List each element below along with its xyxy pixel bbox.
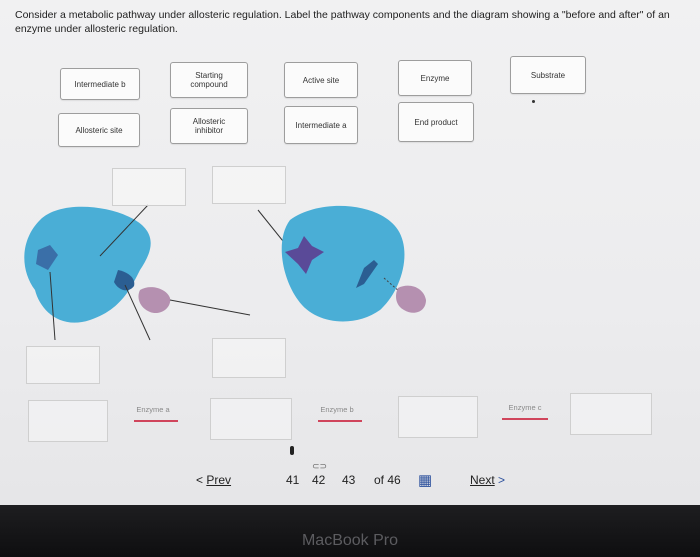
page-42-current[interactable]: ⊂⊃ 42 <box>312 461 327 487</box>
screen: Consider a metabolic pathway under allos… <box>0 0 700 505</box>
chevron-right-icon: > <box>498 473 506 487</box>
next-button[interactable]: Next > <box>470 473 505 487</box>
arrow-enzyme-c <box>502 418 548 420</box>
chip-allosteric-inhibitor[interactable]: Allosteric inhibitor <box>170 108 248 144</box>
drop-slot-3[interactable] <box>26 346 100 384</box>
drop-slot-1[interactable] <box>112 168 186 206</box>
active-site-notch <box>114 270 135 291</box>
cursor-mark <box>290 446 294 455</box>
chip-enzyme[interactable]: Enzyme <box>398 60 472 96</box>
next-label: Next <box>470 473 495 487</box>
allosteric-site-notch <box>36 245 58 270</box>
enzyme-b-label: Enzyme b <box>320 405 354 414</box>
device-brand: MacBook Pro <box>301 532 399 549</box>
drop-slot-6[interactable] <box>210 398 292 440</box>
chevron-left-icon: < <box>196 473 204 487</box>
active-site-closed <box>356 260 378 288</box>
enzyme-after-shape <box>281 205 405 322</box>
grid-icon[interactable]: ▦ <box>418 472 433 489</box>
chip-intermediate-a[interactable]: Intermediate a <box>284 106 358 144</box>
enzyme-a-label: Enzyme a <box>136 405 170 414</box>
arrow-enzyme-b <box>318 420 362 422</box>
page-41[interactable]: 41 <box>286 473 300 487</box>
chip-active-site[interactable]: Active site <box>284 62 358 98</box>
link-icon: ⊂⊃ <box>312 461 328 471</box>
arrow-enzyme-a <box>134 420 178 422</box>
substrate-before <box>138 287 171 314</box>
chip-starting-compound[interactable]: Starting compound <box>170 62 248 98</box>
drop-slot-2[interactable] <box>212 166 286 204</box>
chip-end-product[interactable]: End product <box>398 102 474 142</box>
laptop-bezel <box>0 505 700 557</box>
page-43[interactable]: 43 <box>342 473 356 487</box>
page-total: of 46 <box>374 473 401 487</box>
enzyme-c-label: Enzyme c <box>508 403 542 412</box>
inhibitor-bound <box>285 236 324 274</box>
drop-slot-7[interactable] <box>398 396 478 438</box>
drop-slot-8[interactable] <box>570 393 652 435</box>
page-42-label: 42 <box>312 473 326 487</box>
prev-button[interactable]: < Prev <box>196 473 231 487</box>
chip-substrate[interactable]: Substrate <box>510 56 586 94</box>
drop-slot-5[interactable] <box>28 400 108 442</box>
chip-intermediate-b[interactable]: Intermediate b <box>60 68 140 100</box>
drop-slot-4[interactable] <box>212 338 286 378</box>
prev-label: Prev <box>206 473 232 487</box>
question-text: Consider a metabolic pathway under allos… <box>15 9 670 35</box>
dot-mark <box>532 100 535 103</box>
chip-allosteric-site[interactable]: Allosteric site <box>58 113 140 147</box>
substrate-after <box>396 285 426 313</box>
allosteric-diagram <box>24 204 426 341</box>
